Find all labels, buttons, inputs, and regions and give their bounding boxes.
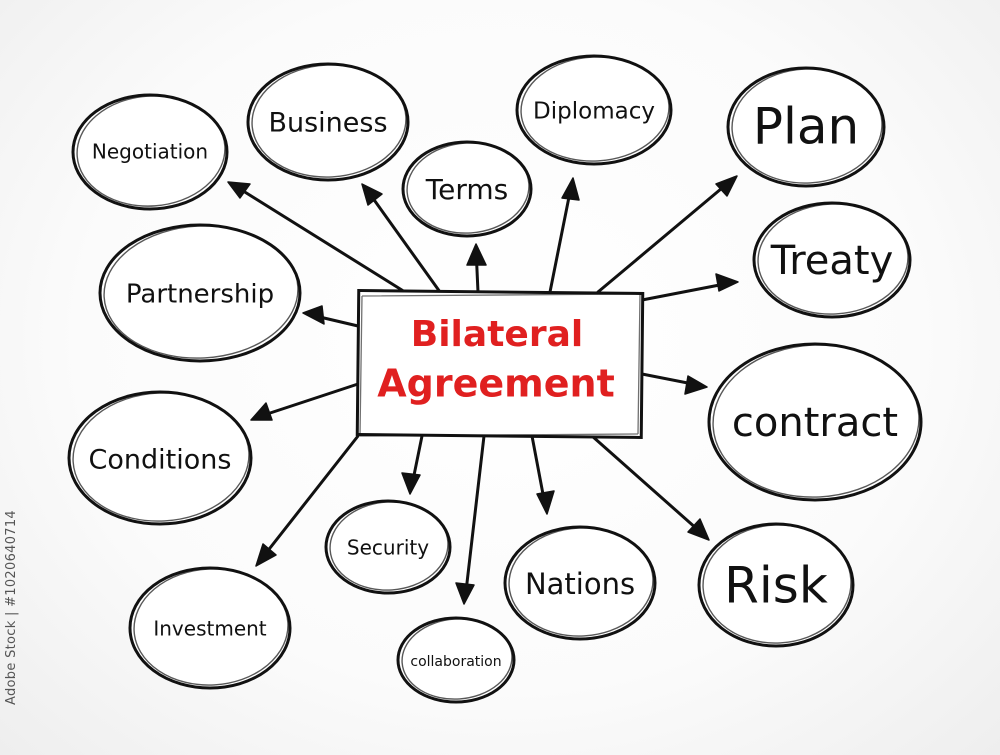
- node-treaty-label: Treaty: [770, 238, 894, 284]
- node-terms-label: Terms: [425, 173, 508, 206]
- node-security: Security: [324, 499, 452, 595]
- bubbles: Negotiation Business Terms Diplomacy Pla…: [67, 54, 923, 704]
- center-node: Bilateral Agreement: [355, 289, 645, 439]
- arrowhead-risk: [687, 518, 710, 541]
- node-business-label: Business: [268, 108, 387, 139]
- node-negotiation: Negotiation: [71, 93, 229, 211]
- node-negotiation-label: Negotiation: [92, 140, 208, 164]
- arrowhead-terms: [466, 243, 487, 266]
- node-terms: Terms: [401, 140, 533, 238]
- node-business: Business: [246, 62, 410, 182]
- arrow-to-plan: [596, 176, 736, 294]
- node-diplomacy: Diplomacy: [515, 54, 673, 166]
- arrows: [227, 175, 739, 605]
- stock-watermark: Adobe Stock | #1020640714: [4, 510, 19, 705]
- arrow-to-business: [365, 188, 442, 294]
- node-partnership-label: Partnership: [126, 280, 274, 310]
- node-risk: Risk: [697, 522, 855, 648]
- center-title-line2: Agreement: [377, 362, 614, 406]
- arrow-to-investment: [257, 434, 360, 564]
- arrowhead-partnership: [302, 305, 325, 325]
- center-title-line1: Bilateral: [411, 314, 583, 355]
- node-partnership: Partnership: [98, 223, 302, 363]
- node-treaty: Treaty: [752, 201, 912, 319]
- arrowhead-investment: [255, 543, 277, 567]
- node-security-label: Security: [347, 536, 429, 560]
- arrowhead-negotiation: [227, 181, 251, 199]
- arrow-to-risk: [590, 434, 708, 539]
- node-nations: Nations: [503, 525, 657, 641]
- arrow-to-conditions: [253, 382, 360, 420]
- node-contract-label: contract: [732, 400, 898, 446]
- node-plan: Plan: [726, 66, 886, 188]
- node-conditions-label: Conditions: [89, 445, 232, 476]
- arrowhead-contract: [684, 375, 708, 395]
- arrowhead-plan: [715, 175, 738, 197]
- arrowhead-business: [361, 183, 383, 206]
- node-risk-label: Risk: [724, 557, 828, 615]
- node-investment: Investment: [128, 566, 292, 690]
- node-contract: contract: [707, 342, 923, 502]
- node-collaboration: collaboration: [396, 616, 516, 704]
- arrow-to-diplomacy: [548, 180, 574, 294]
- arrowhead-security: [401, 472, 421, 495]
- arrow-to-collaboration: [463, 434, 486, 602]
- node-diplomacy-label: Diplomacy: [533, 99, 655, 125]
- arrow-to-negotiation: [230, 182, 407, 294]
- arrowhead-treaty: [715, 273, 739, 292]
- node-plan-label: Plan: [753, 98, 859, 156]
- node-nations-label: Nations: [525, 567, 635, 601]
- node-conditions: Conditions: [67, 390, 253, 526]
- arrowhead-collaboration: [455, 582, 475, 605]
- arrowhead-conditions: [250, 402, 273, 421]
- node-collaboration-label: collaboration: [410, 654, 501, 670]
- arrowhead-diplomacy: [561, 177, 580, 201]
- node-investment-label: Investment: [153, 617, 266, 641]
- arrowhead-nations: [536, 490, 555, 515]
